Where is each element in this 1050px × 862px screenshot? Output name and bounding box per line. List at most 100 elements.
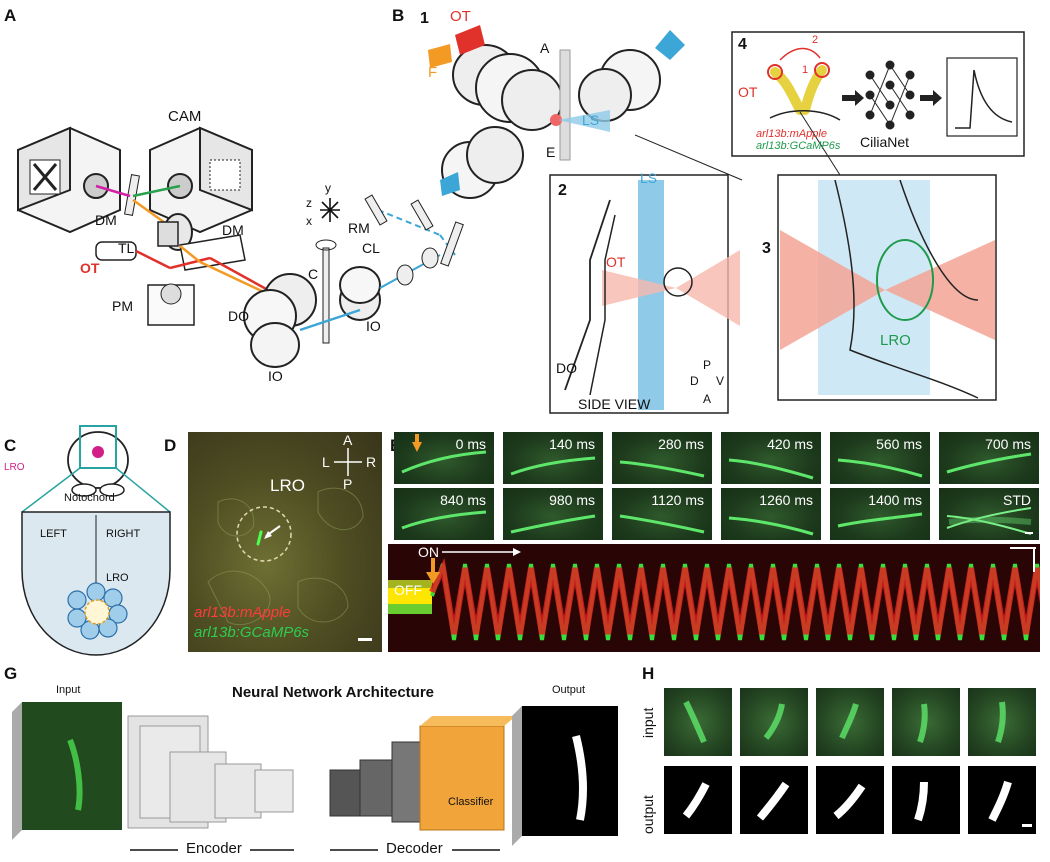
frame-9: 1260 ms: [721, 488, 821, 540]
label-io-2: IO: [268, 368, 283, 384]
frame-0: 0 ms: [394, 432, 494, 484]
inset3-lro: LRO: [880, 332, 911, 349]
inset4-ot: OT: [738, 84, 758, 100]
embryo-diagram: [21, 425, 171, 656]
c-lro: LRO: [106, 572, 129, 584]
step-1: 1: [420, 10, 429, 27]
label-ls: LS: [582, 112, 600, 128]
inset2-ls: LS: [640, 170, 658, 186]
frame-std: STD: [939, 488, 1039, 540]
camera-body-right: [149, 126, 253, 234]
h-input-label: input: [640, 707, 656, 738]
panel-label-h: H: [642, 664, 655, 683]
panel-label-a: A: [4, 6, 17, 25]
kymograph: ON OFF: [388, 544, 1040, 652]
inset4-2: 2: [812, 34, 819, 46]
compass-a: A: [703, 392, 712, 406]
label-io-1: IO: [366, 318, 381, 334]
label-e-b: E: [546, 144, 556, 160]
compass-v: V: [716, 374, 725, 388]
c-notochord: Notochord: [64, 492, 115, 504]
h-input-3: [816, 688, 884, 756]
inset4-green-label: arl13b:GCaMP6s: [756, 140, 841, 152]
label-f: F: [428, 64, 438, 81]
lro-micrograph: LRO A P L R arl13b:mApple arl13b:GCaMP6s: [188, 432, 382, 652]
objective-ot: [452, 44, 563, 131]
step-2: 2: [558, 182, 567, 199]
label-pm: PM: [112, 298, 133, 314]
h-output-2: [740, 766, 808, 834]
g-output: Output: [552, 684, 586, 696]
c-lro-pointer: LRO: [4, 462, 25, 473]
frame-8: 1120 ms: [612, 488, 712, 540]
h-input-5: [968, 688, 1036, 756]
label-rm: RM: [348, 220, 370, 236]
compass-p: P: [703, 358, 712, 372]
h-input-1: [664, 688, 732, 756]
frame-6: 840 ms: [394, 488, 494, 540]
frame-10: 1400 ms: [830, 488, 930, 540]
g-classifier: Classifier: [448, 796, 494, 808]
step-3: 3: [762, 240, 771, 257]
h-output-4: [892, 766, 960, 834]
d-green-label: arl13b:GCaMP6s: [194, 624, 310, 641]
h-output-1: [664, 766, 732, 834]
inset2-side-view: SIDE VIEW: [578, 396, 651, 412]
d-p: P: [343, 476, 353, 492]
frame-5: 700 ms: [939, 432, 1039, 484]
network-architecture: [12, 702, 618, 851]
panel-label-d: D: [164, 436, 177, 455]
detection-objective: [243, 273, 317, 368]
timelapse-frames: 0 ms 140 ms 280 ms 420 ms 560 ms 700 ms …: [394, 432, 1040, 540]
step-4: 4: [738, 36, 747, 53]
g-decoder: Decoder: [386, 840, 443, 857]
panel-label-b: B: [392, 6, 405, 25]
inset4-red-label: arl13b:mApple: [756, 128, 827, 140]
h-output-label: output: [640, 795, 656, 834]
frame-1: 140 ms: [503, 432, 603, 484]
label-do: DO: [228, 308, 249, 324]
frame-7: 980 ms: [503, 488, 603, 540]
inset2-ot: OT: [606, 254, 626, 270]
frame-2: 280 ms: [612, 432, 712, 484]
objective-ls-right: [578, 49, 661, 122]
h-output-3: [816, 766, 884, 834]
label-dm-1: DM: [95, 212, 117, 228]
h-output-5: [968, 766, 1036, 834]
d-lro: LRO: [270, 476, 305, 495]
inset4-1: 1: [802, 64, 809, 76]
d-a: A: [343, 432, 353, 448]
objectives-and-insets: [428, 25, 1025, 414]
frame-4: 560 ms: [830, 432, 930, 484]
f-off: OFF: [394, 582, 422, 598]
g-encoder: Encoder: [186, 840, 242, 857]
label-tl: TL: [118, 240, 135, 256]
g-input: Input: [56, 684, 81, 696]
label-cam: CAM: [168, 108, 202, 125]
panel-label-g: G: [4, 664, 18, 683]
d-r: R: [366, 454, 377, 470]
panel-label-c: C: [4, 436, 17, 455]
label-ot: OT: [80, 260, 100, 276]
f-on: ON: [418, 544, 439, 560]
d-l: L: [322, 454, 330, 470]
frame-3: 420 ms: [721, 432, 821, 484]
label-ot-b: OT: [450, 8, 471, 25]
c-left: LEFT: [40, 528, 67, 540]
axis-label-z: z: [306, 196, 312, 210]
axis-label-y: y: [325, 181, 331, 195]
inset2-do: DO: [556, 360, 577, 376]
optical-setup-schematic: [17, 126, 464, 368]
d-red-label: arl13b:mApple: [194, 604, 291, 621]
label-cl: CL: [362, 240, 380, 256]
inset4-net: CiliaNet: [860, 134, 910, 150]
c-right: RIGHT: [106, 528, 141, 540]
label-c: C: [308, 266, 319, 282]
compass-d: D: [690, 374, 699, 388]
label-a-b: A: [540, 40, 550, 56]
h-input-4: [892, 688, 960, 756]
h-input-2: [740, 688, 808, 756]
label-dm-2: DM: [222, 222, 244, 238]
g-title: Neural Network Architecture: [232, 684, 435, 701]
axis-label-x: x: [306, 214, 312, 228]
